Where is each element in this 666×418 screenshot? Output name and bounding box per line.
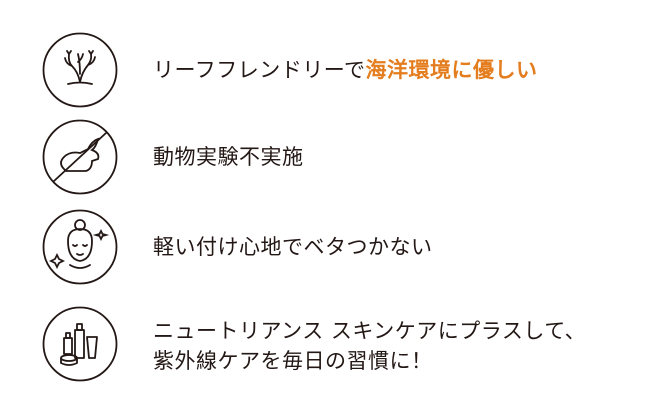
feature-highlight: 海洋環境に優しい (365, 58, 538, 82)
feature-line-2: 紫外線ケアを毎日の習慣に！ (153, 349, 433, 373)
coral-icon (42, 32, 118, 108)
feature-text: ニュートリアンス スキンケアにプラスして、 紫外線ケアを毎日の習慣に！ (153, 316, 586, 376)
feature-text: 動物実験不実施 (153, 145, 304, 169)
skincare-products-icon (42, 306, 118, 382)
feature-label: リーフフレンドリーで (153, 58, 366, 82)
feature-line-1: ニュートリアンス スキンケアにプラスして、 (153, 319, 587, 343)
feature-text: リーフフレンドリーで海洋環境に優しい (153, 55, 537, 85)
feature-text: 軽い付け心地でベタつかない (153, 235, 433, 259)
face-sparkle-icon (42, 209, 118, 285)
no-animal-testing-icon (42, 119, 118, 195)
